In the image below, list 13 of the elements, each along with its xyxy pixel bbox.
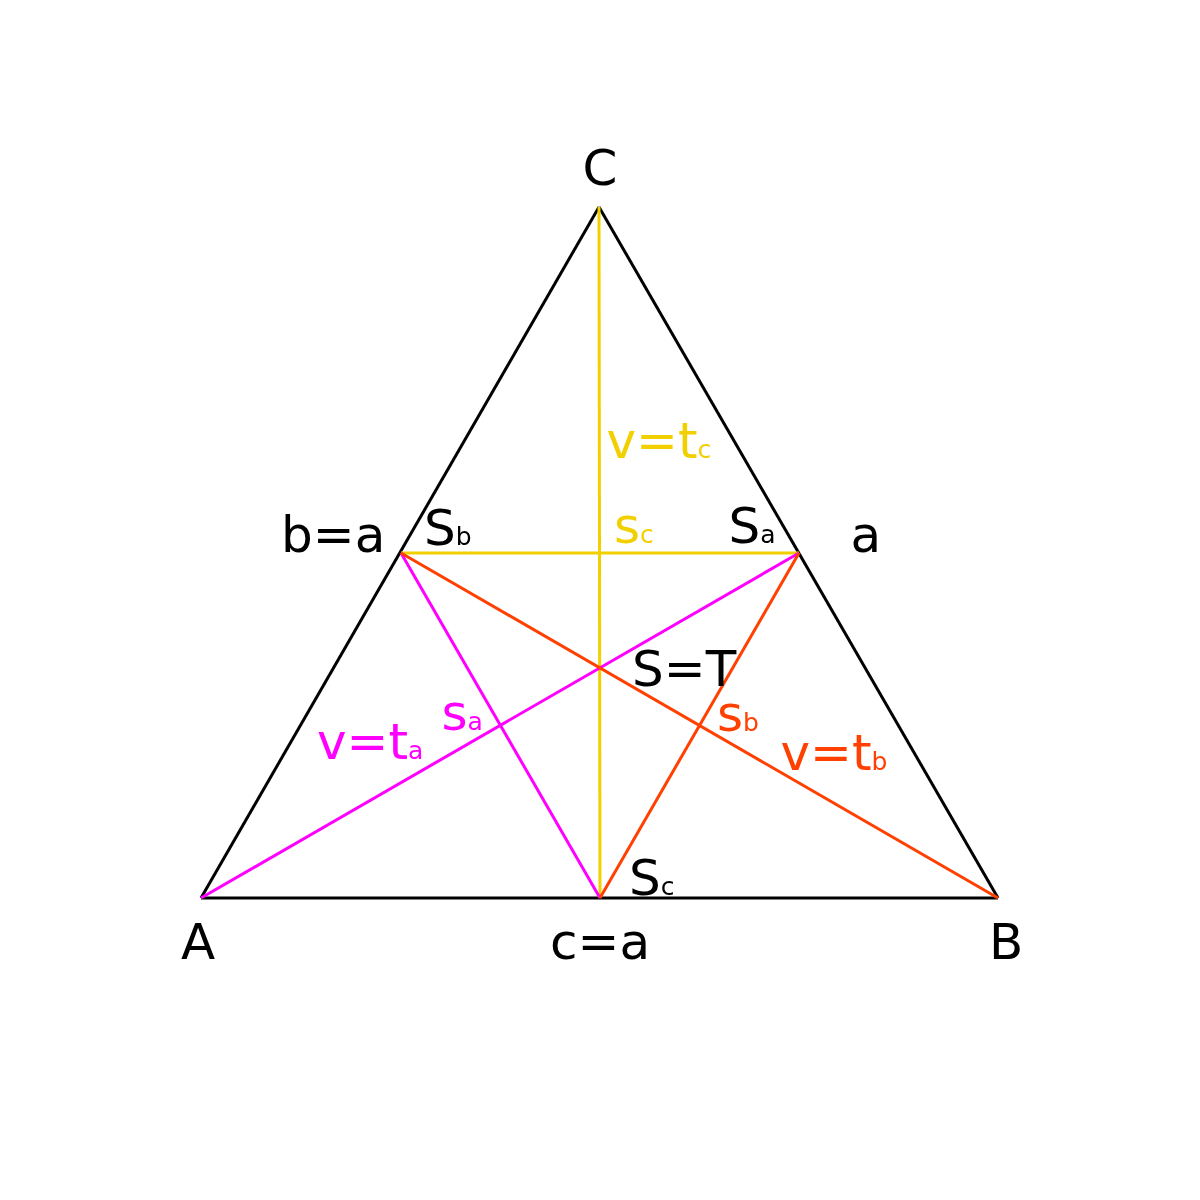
vertex-label: C: [582, 143, 618, 193]
triangle-side: [201, 896, 998, 900]
line-segment: [400, 551, 999, 900]
line-segment: [598, 552, 801, 899]
triangle-side: [199, 206, 601, 899]
side-label: a: [850, 510, 882, 560]
line-segment: [401, 551, 799, 555]
line-segment: [399, 552, 602, 899]
line-segment: [200, 551, 800, 900]
vertex-label: A: [181, 917, 216, 967]
vertex-label: B: [989, 917, 1024, 967]
side-label: b=a: [281, 510, 386, 560]
side-label: c=a: [550, 917, 651, 967]
